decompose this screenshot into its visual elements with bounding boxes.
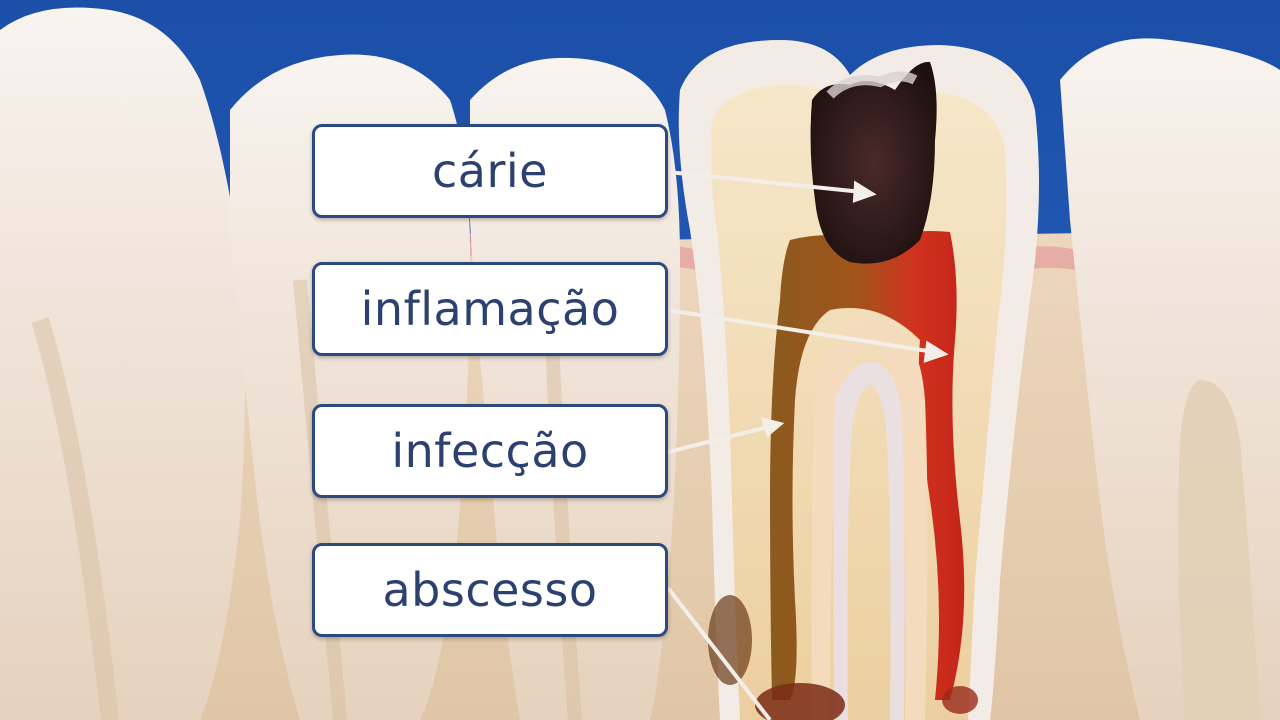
pointer-inflamacao: [667, 308, 935, 354]
decay-cavity: [810, 61, 937, 264]
pointer-abscesso: [666, 586, 772, 720]
label-carie: cárie: [312, 124, 668, 218]
label-abscesso: abscesso: [312, 543, 668, 637]
pointer-lines: [666, 170, 949, 720]
label-abscesso-text: abscesso: [382, 563, 598, 617]
pointer-infeccao: [667, 424, 773, 454]
label-carie-text: cárie: [432, 144, 548, 198]
label-infeccao: infecção: [312, 404, 668, 498]
label-infeccao-text: infecção: [391, 424, 589, 478]
pointer-carie: [667, 170, 863, 194]
abscess: [755, 683, 845, 720]
tooth-left: [0, 7, 245, 720]
label-inflamacao: inflamação: [312, 262, 668, 356]
label-inflamacao-text: inflamação: [360, 282, 620, 336]
